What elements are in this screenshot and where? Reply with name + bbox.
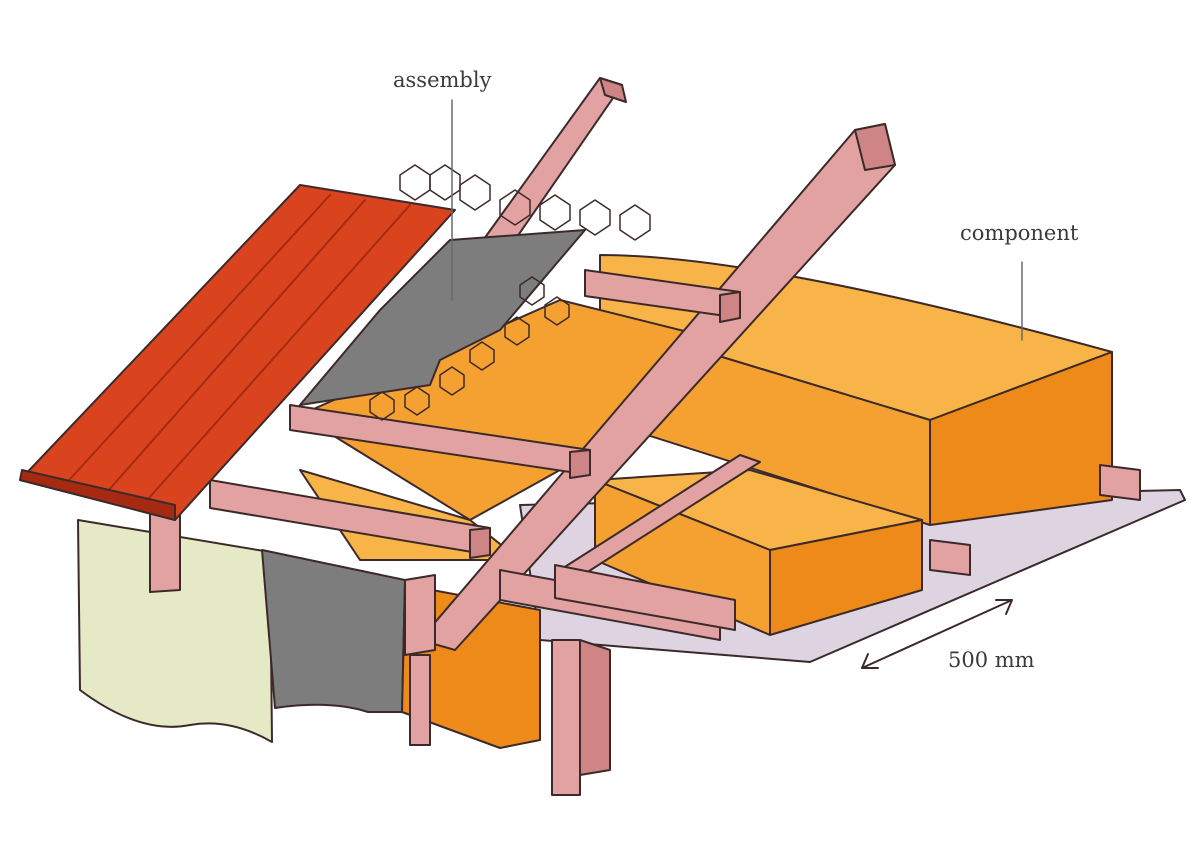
batten-3 (209, 479, 491, 559)
ceiling-joist-2 (554, 564, 736, 631)
dimension-label: 500 mm (948, 648, 1035, 672)
batten-1 (584, 269, 741, 323)
chicken-wire-mesh (369, 164, 651, 421)
rafter-front (419, 123, 896, 651)
component-label: component (960, 221, 1079, 245)
timber-block-2 (1099, 464, 1141, 501)
roof-sheeting (19, 184, 456, 521)
batten-2 (289, 404, 591, 479)
timber-block-1 (929, 539, 971, 576)
dimension-arrow (861, 599, 1013, 669)
wall-plate (149, 504, 436, 746)
assembly-label: assembly (393, 68, 492, 92)
eave-membrane (261, 549, 406, 713)
wall-board (77, 519, 273, 743)
hanger-post (551, 639, 611, 796)
sarking-membrane (299, 229, 586, 406)
